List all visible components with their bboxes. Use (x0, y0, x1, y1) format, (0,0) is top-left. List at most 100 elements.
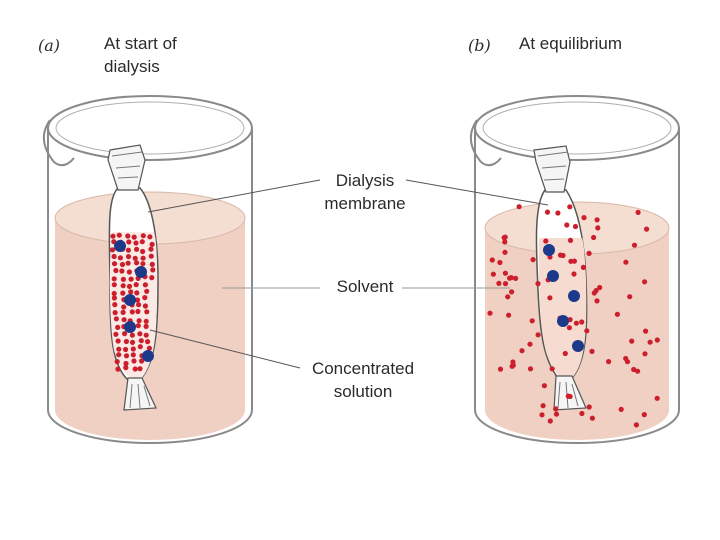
small-molecule (489, 257, 495, 263)
small-molecule (137, 366, 143, 372)
small-molecule (589, 415, 596, 421)
small-molecule (122, 331, 128, 337)
small-molecule (112, 302, 118, 308)
small-molecule (138, 338, 144, 344)
small-molecule (126, 269, 132, 275)
small-molecule (115, 366, 121, 372)
small-molecule (571, 271, 577, 277)
small-molecule (506, 312, 512, 318)
small-molecule (111, 276, 117, 282)
small-molecule (490, 271, 496, 277)
small-molecule (580, 264, 587, 270)
small-molecule (654, 395, 660, 401)
small-molecule (513, 275, 519, 281)
membrane-label-line1: Dialysis (335, 171, 395, 190)
small-molecule (567, 204, 573, 210)
small-molecule (642, 351, 648, 357)
small-molecule (123, 346, 129, 353)
small-molecule (143, 332, 149, 338)
small-molecule (137, 331, 143, 337)
small-molecule (584, 328, 590, 334)
small-molecule (573, 320, 580, 326)
small-molecule (606, 359, 612, 365)
small-molecule (113, 331, 119, 337)
small-molecule (591, 234, 597, 241)
panel-b-letter: (b) (468, 36, 491, 55)
small-molecule (597, 284, 603, 291)
large-molecule (568, 290, 580, 302)
small-molecule (579, 410, 585, 417)
small-molecule (123, 353, 130, 359)
small-molecule (527, 366, 534, 372)
small-molecule (134, 297, 141, 303)
small-molecule (510, 359, 516, 365)
small-molecule (555, 210, 561, 216)
small-molecule (123, 360, 129, 367)
small-molecule (568, 258, 574, 264)
small-molecule (144, 309, 150, 315)
small-molecule (140, 248, 146, 255)
small-molecule (541, 383, 548, 389)
small-molecule (507, 275, 513, 281)
small-molecule (566, 325, 573, 331)
small-molecule (113, 316, 119, 322)
beaker-b (470, 95, 680, 444)
small-molecule (631, 242, 638, 248)
large-molecule (543, 244, 555, 256)
small-molecule (132, 255, 138, 261)
small-molecule (519, 348, 525, 354)
molecules-b (487, 204, 660, 428)
beaker-b-wall (474, 128, 680, 444)
small-molecule (501, 235, 507, 241)
small-molecule (547, 295, 553, 301)
small-molecule (125, 247, 131, 253)
beaker-a-spout (43, 119, 75, 167)
small-molecule (502, 249, 508, 255)
small-molecule (509, 289, 515, 295)
small-molecule (116, 352, 122, 358)
small-molecule (586, 250, 592, 256)
small-molecule (130, 352, 136, 358)
small-molecule (143, 323, 149, 329)
small-molecule (643, 328, 649, 334)
small-molecule (134, 246, 140, 252)
small-molecule (497, 259, 503, 266)
small-molecule (120, 309, 126, 315)
small-molecule (136, 302, 142, 308)
small-molecule (142, 282, 148, 288)
small-molecule (120, 276, 126, 282)
small-molecule (131, 358, 137, 364)
small-molecule (140, 233, 146, 239)
small-molecule (116, 346, 122, 352)
small-molecule (111, 295, 117, 301)
small-molecule (623, 259, 629, 265)
membrane-leader-a (147, 179, 321, 213)
small-molecule (567, 393, 573, 400)
small-molecule (139, 358, 145, 364)
leader-lines (147, 179, 549, 369)
small-molecule (540, 403, 546, 409)
small-molecule (544, 209, 551, 215)
large-molecule (114, 240, 126, 252)
small-molecule (120, 283, 126, 289)
small-molecule (133, 240, 139, 246)
solution-leader (149, 329, 301, 369)
small-molecule (121, 304, 127, 310)
large-molecule (124, 321, 136, 333)
small-molecule (549, 366, 555, 372)
small-molecule (123, 365, 129, 371)
small-molecule (562, 350, 568, 357)
small-molecule (117, 255, 123, 261)
small-molecule (635, 209, 641, 215)
small-molecule (567, 237, 574, 243)
small-molecule (142, 295, 148, 301)
small-molecule (132, 366, 138, 372)
small-molecule (627, 294, 633, 300)
small-molecule (547, 418, 553, 424)
small-molecule (134, 290, 140, 296)
small-molecule (121, 317, 127, 323)
large-molecule (135, 266, 147, 278)
small-molecule (142, 303, 148, 309)
small-molecule (586, 404, 592, 410)
small-molecule (130, 346, 136, 352)
